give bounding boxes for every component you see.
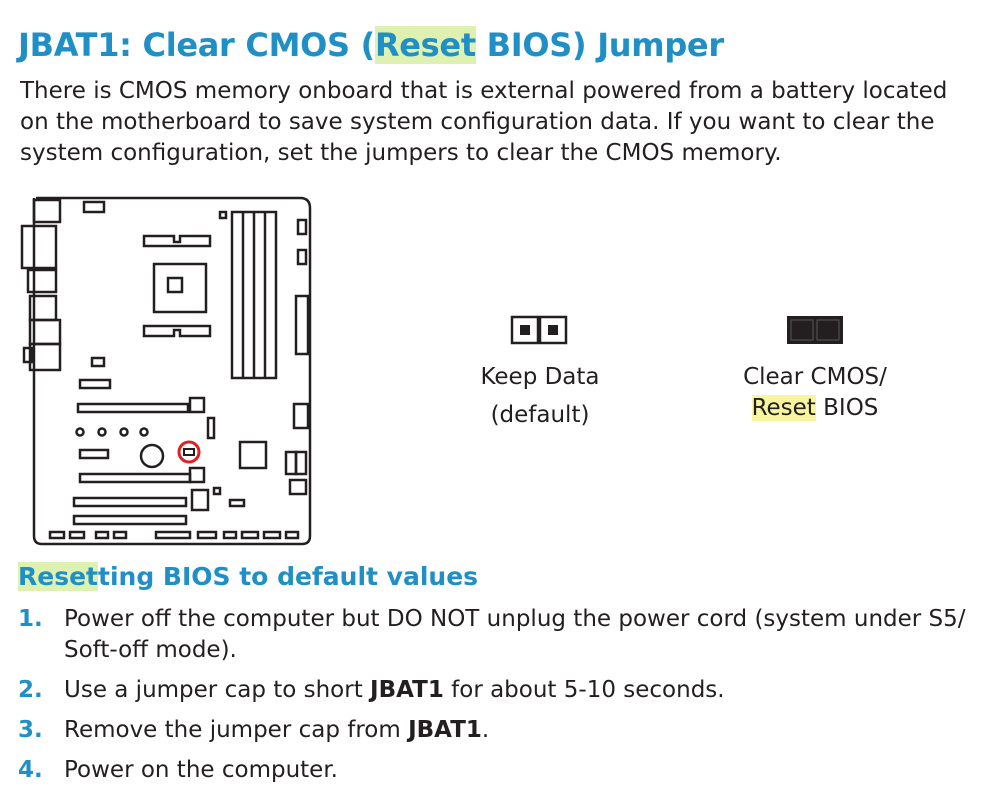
list-item: 3. Remove the jumper cap from JBAT1. [18,715,978,746]
step-number: 3. [18,717,43,743]
motherboard-diagram [20,196,312,546]
clear-cmos-highlight: Reset [751,395,816,421]
title-part-1: JBAT1: Clear CMOS ( [18,26,375,64]
clear-cmos-label: Clear CMOS/ Reset BIOS [730,362,900,424]
step-number: 4. [18,757,43,783]
step-number: 1. [18,606,43,632]
page-title: JBAT1: Clear CMOS (Reset BIOS) Jumper [18,26,724,64]
steps-list: 1. Power off the computer but DO NOT unp… [18,604,978,795]
step-text-post: . [481,717,490,743]
intro-paragraph: There is CMOS memory onboard that is ext… [20,78,948,166]
jbat1-location-marker [177,440,201,464]
step-text: Power off the computer but DO NOT unplug… [64,606,966,663]
keep-data-line2: (default) [490,402,590,428]
step-text-pre: Use a jumper cap to short [64,677,371,703]
clear-cmos-line1: Clear CMOS/ [743,364,887,390]
step-number: 2. [18,677,43,703]
list-item: 2. Use a jumper cap to short JBAT1 for a… [18,675,978,706]
step-text-post: for about 5-10 seconds. [443,677,725,703]
clear-cmos-line2: Reset BIOS [730,393,900,424]
step-text-bold: JBAT1 [408,717,482,743]
step-text-bold: JBAT1 [370,677,444,703]
step-text-pre: Remove the jumper cap from [64,717,409,743]
title-highlight: Reset [374,26,476,64]
list-item: 4. Power on the computer. [18,755,978,786]
jumper-open-icon [510,315,568,345]
title-part-2: BIOS) Jumper [475,26,724,64]
clear-cmos-line2-rest: BIOS [815,395,879,421]
step-text: Power on the computer. [64,757,338,783]
list-item: 1. Power off the computer but DO NOT unp… [18,604,978,666]
keep-data-label: Keep Data (default) [470,362,610,431]
subhead-highlight: Reset [18,562,98,591]
subhead-rest: ting BIOS to default values [98,562,479,591]
keep-data-line1: Keep Data [480,364,600,390]
jumper-shorted-icon [787,316,843,344]
section-heading: Resetting BIOS to default values [18,562,478,591]
